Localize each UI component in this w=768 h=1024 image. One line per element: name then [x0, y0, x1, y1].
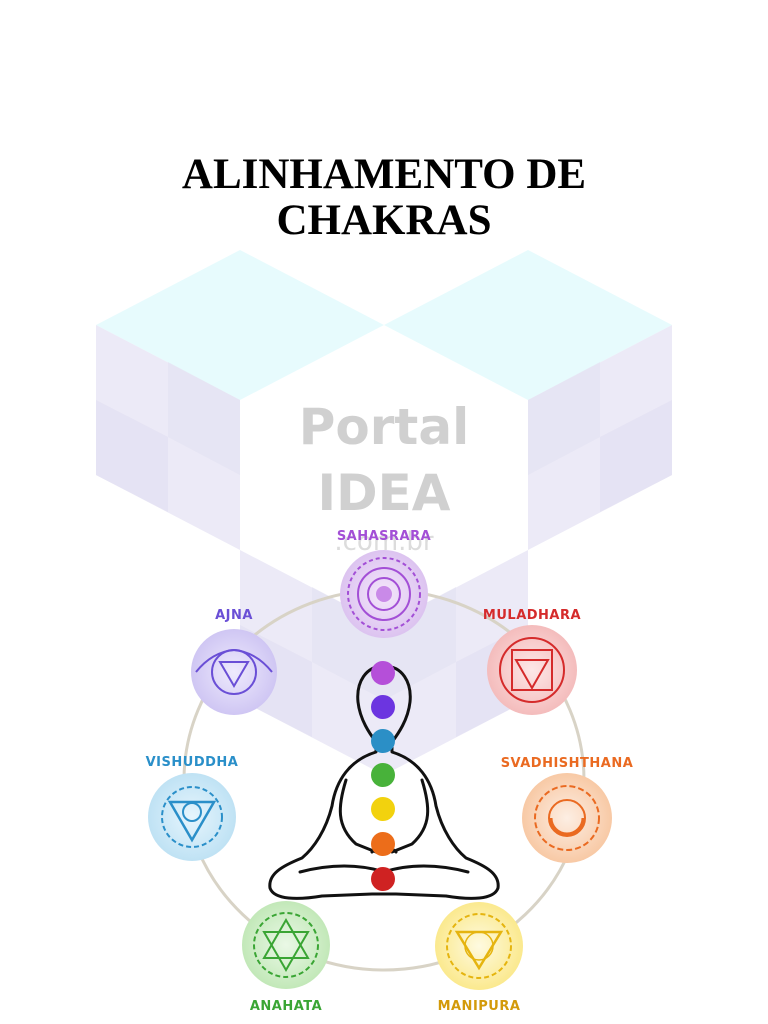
chakra-dot-root [371, 867, 395, 891]
chakra-label-anahata: ANAHATA [250, 999, 322, 1014]
chakra-anahata: ANAHATA [242, 901, 330, 1014]
chakra-dot-crown [371, 661, 395, 685]
watermark-line-1: Portal [299, 398, 469, 456]
body-chakra-dots [371, 661, 395, 891]
chakra-label-vishuddha: VISHUDDHA [146, 755, 239, 770]
chakra-dot-third-eye [371, 695, 395, 719]
chakra-ajna: AJNA [191, 608, 277, 715]
chakra-label-muladhara: MULADHARA [483, 608, 581, 623]
document-title: ALINHAMENTO DE CHAKRAS [0, 152, 768, 244]
title-line-2: CHAKRAS [276, 197, 492, 244]
chakra-label-manipura: MANIPURA [438, 999, 521, 1014]
chakra-vishuddha: VISHUDDHA [146, 755, 239, 861]
chakra-label-sahasrara: SAHASRARA [337, 529, 431, 544]
chakra-label-ajna: AJNA [215, 608, 253, 623]
chakra-dot-throat [371, 729, 395, 753]
watermark-line-2: IDEA [318, 464, 451, 522]
chakra-muladhara: MULADHARA [483, 608, 581, 715]
chakra-label-svadhishthana: SVADHISHTHANA [501, 756, 634, 771]
chakra-svadhishthana: SVADHISHTHANA [501, 756, 634, 863]
chakra-dot-heart [371, 763, 395, 787]
title-line-1: ALINHAMENTO DE [181, 151, 587, 198]
chakra-dot-sacral [371, 832, 395, 856]
chakra-manipura: MANIPURA [435, 902, 523, 1014]
chakra-sahasrara: SAHASRARA [337, 529, 431, 638]
chakra-dot-solar [371, 797, 395, 821]
